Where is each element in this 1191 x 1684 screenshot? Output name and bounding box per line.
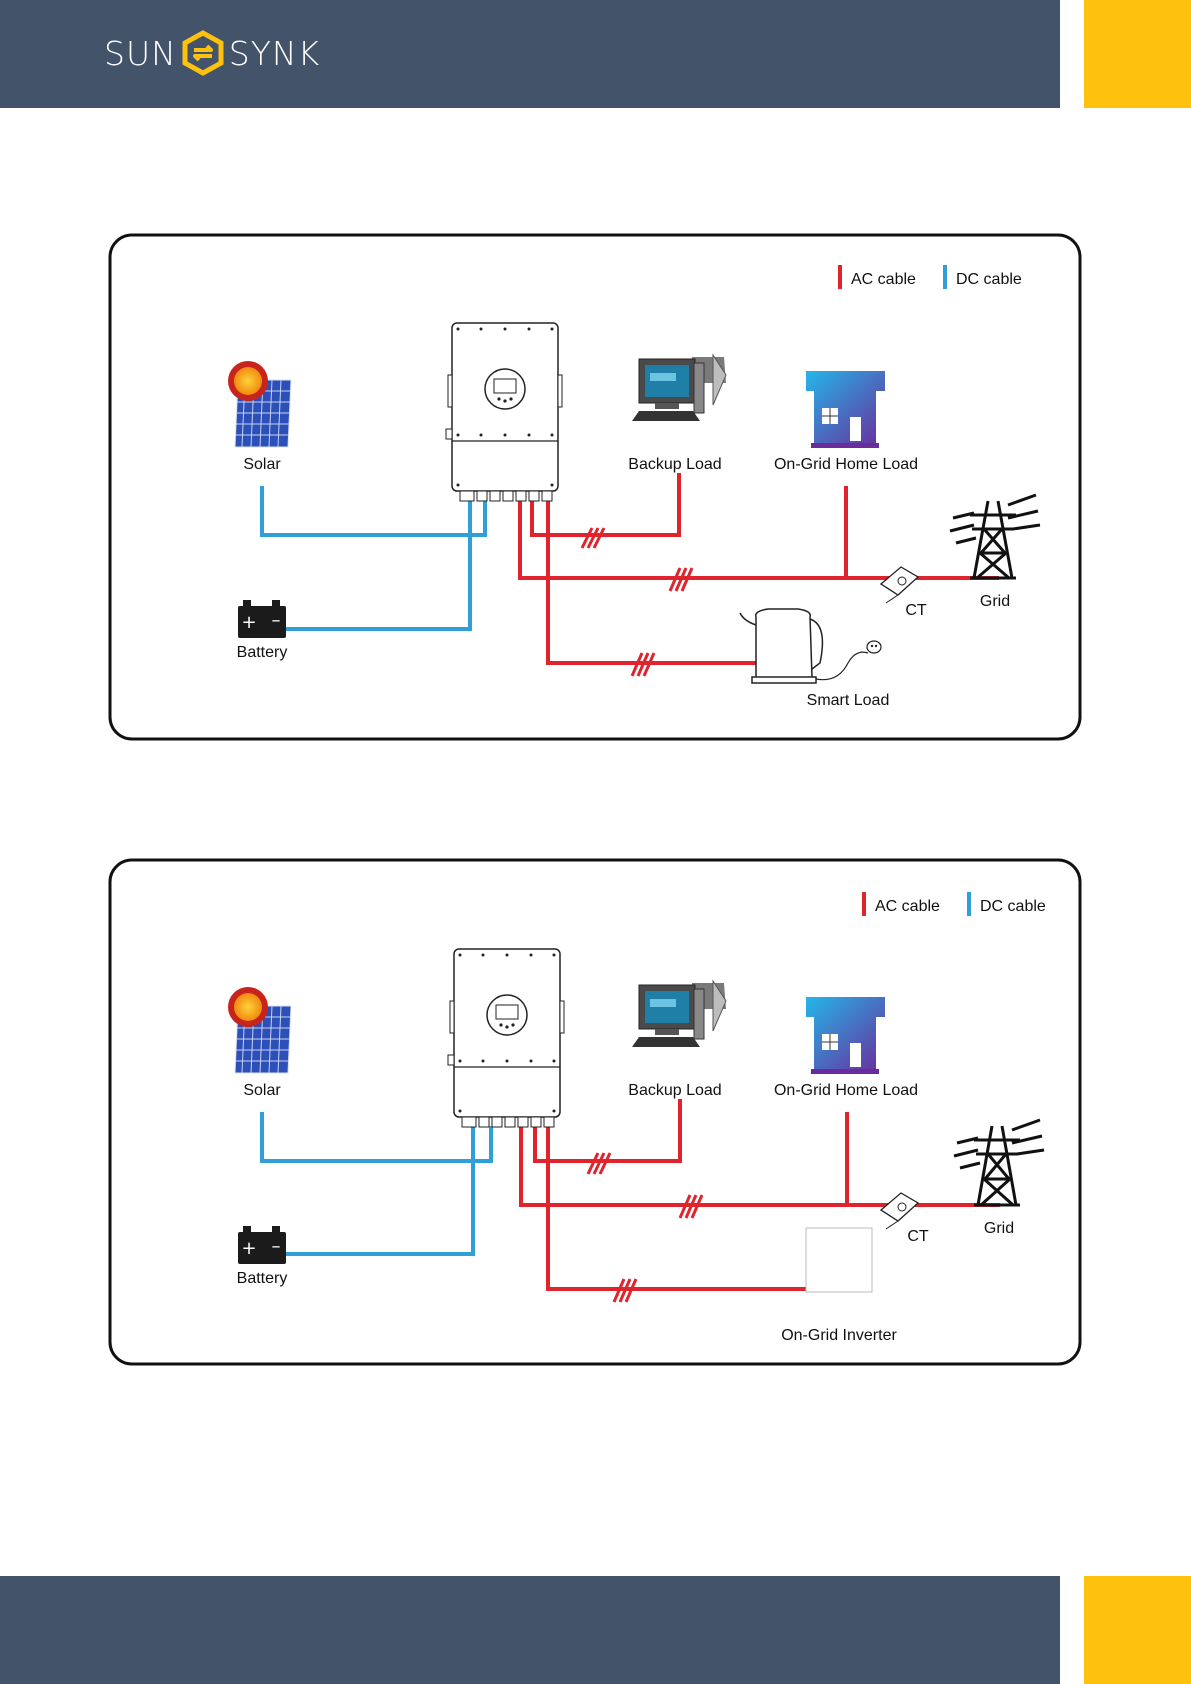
svg-text:+: + xyxy=(241,612,256,633)
solar-label: Solar xyxy=(243,456,281,473)
grid-label: Grid xyxy=(980,593,1010,610)
legend-dc-label: DC cable xyxy=(956,271,1022,288)
ongrid-inverter-label: On-Grid Inverter xyxy=(781,1327,897,1344)
battery-label: Battery xyxy=(237,1270,288,1287)
brand-logo: SUN SYNK xyxy=(104,28,320,78)
legend-dc-swatch xyxy=(943,265,947,289)
battery-label: Battery xyxy=(237,644,288,661)
legend-dc-label: DC cable xyxy=(980,898,1046,915)
ct-label: CT xyxy=(907,1228,929,1245)
footer-accent xyxy=(1084,1576,1191,1684)
svg-text:+: + xyxy=(241,1238,256,1259)
backup-load-label: Backup Load xyxy=(628,1082,721,1099)
ct-label: CT xyxy=(905,602,927,619)
solar-label: Solar xyxy=(243,1082,281,1099)
grid-label: Grid xyxy=(984,1220,1014,1237)
ongrid-inverter-box xyxy=(806,1228,872,1292)
house-icon xyxy=(806,997,885,1074)
hybrid-inverter-icon xyxy=(448,949,564,1127)
home-load-label: On-Grid Home Load xyxy=(774,1082,918,1099)
house-icon xyxy=(806,371,885,448)
svg-text:–: – xyxy=(272,610,281,631)
logo-word-right: SYNK xyxy=(229,34,320,73)
logo-word-left: SUN xyxy=(104,34,177,73)
legend-dc-swatch xyxy=(967,892,971,916)
svg-text:–: – xyxy=(272,1236,281,1257)
hybrid-inverter-icon xyxy=(446,323,562,501)
header-accent xyxy=(1084,0,1191,108)
legend-ac-label: AC cable xyxy=(875,898,940,915)
smart-load-label: Smart Load xyxy=(807,692,890,709)
wiring-diagram-ongrid-inverter: AC cable DC cable Solar + – Bat xyxy=(108,858,1082,1366)
home-load-label: On-Grid Home Load xyxy=(774,456,918,473)
legend-ac-swatch xyxy=(862,892,866,916)
legend-ac-label: AC cable xyxy=(851,271,916,288)
wiring-diagram-smart-load: AC cable DC cable Solar + – Bat xyxy=(108,233,1082,741)
backup-load-label: Backup Load xyxy=(628,456,721,473)
footer-band xyxy=(0,1576,1060,1684)
legend-ac-swatch xyxy=(838,265,842,289)
logo-hexagon-icon xyxy=(181,30,225,76)
